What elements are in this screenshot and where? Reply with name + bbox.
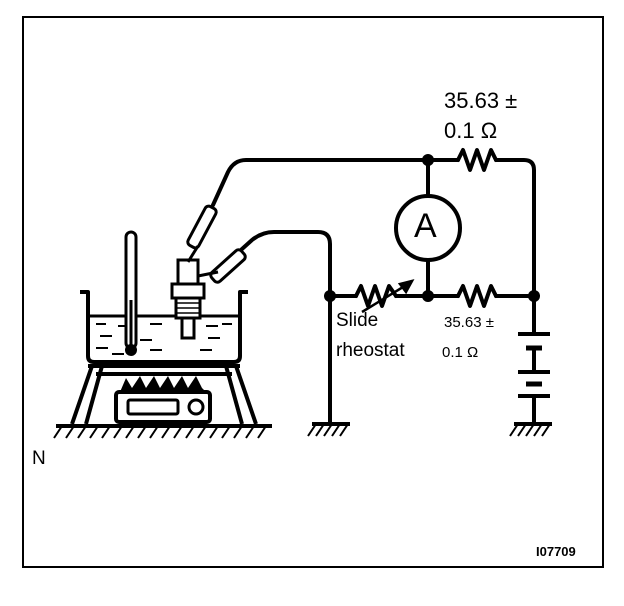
node-top xyxy=(422,154,434,166)
rheostat-arrow-head xyxy=(397,279,415,295)
ammeter-circle xyxy=(394,194,462,262)
ammeter-label: A xyxy=(414,207,437,245)
burner-knob xyxy=(187,398,205,416)
node-left xyxy=(324,290,336,302)
wire-sensor-lower xyxy=(230,230,332,298)
sensor-top xyxy=(176,258,200,286)
ground-table xyxy=(53,424,272,439)
sensor-hex xyxy=(170,282,206,300)
rheostat-label-line1: Slide xyxy=(336,310,379,331)
node-center xyxy=(422,290,434,302)
wire-top xyxy=(211,158,460,207)
thermometer-bulb xyxy=(125,344,137,356)
ground-left xyxy=(307,422,350,437)
figure-code: I07709 xyxy=(536,544,576,559)
right-resistor-tolerance: 0.1 Ω xyxy=(442,344,479,361)
burner-slot xyxy=(126,398,180,416)
top-resistor-value: 35.63 ± xyxy=(444,88,518,113)
ground-right xyxy=(509,422,552,437)
rheostat-arrow-shaft xyxy=(361,282,409,314)
probe-clip-2 xyxy=(209,248,247,284)
top-resistor-tolerance: 0.1 Ω xyxy=(444,118,498,143)
corner-mark: N xyxy=(32,448,46,469)
sensor-tip xyxy=(180,316,196,340)
resistor-right xyxy=(456,284,498,308)
flame-icon xyxy=(120,376,206,392)
resistor-top xyxy=(456,148,498,172)
rheostat-label-line2: rheostat xyxy=(336,340,405,361)
rheostat-zigzag xyxy=(354,284,398,308)
wire-top-right xyxy=(494,158,536,298)
diagram-frame xyxy=(22,16,604,568)
node-right xyxy=(528,290,540,302)
right-resistor-value: 35.63 ± xyxy=(444,314,494,331)
beaker xyxy=(80,290,248,364)
probe-clip-1 xyxy=(186,204,218,250)
burner-box xyxy=(114,390,212,424)
